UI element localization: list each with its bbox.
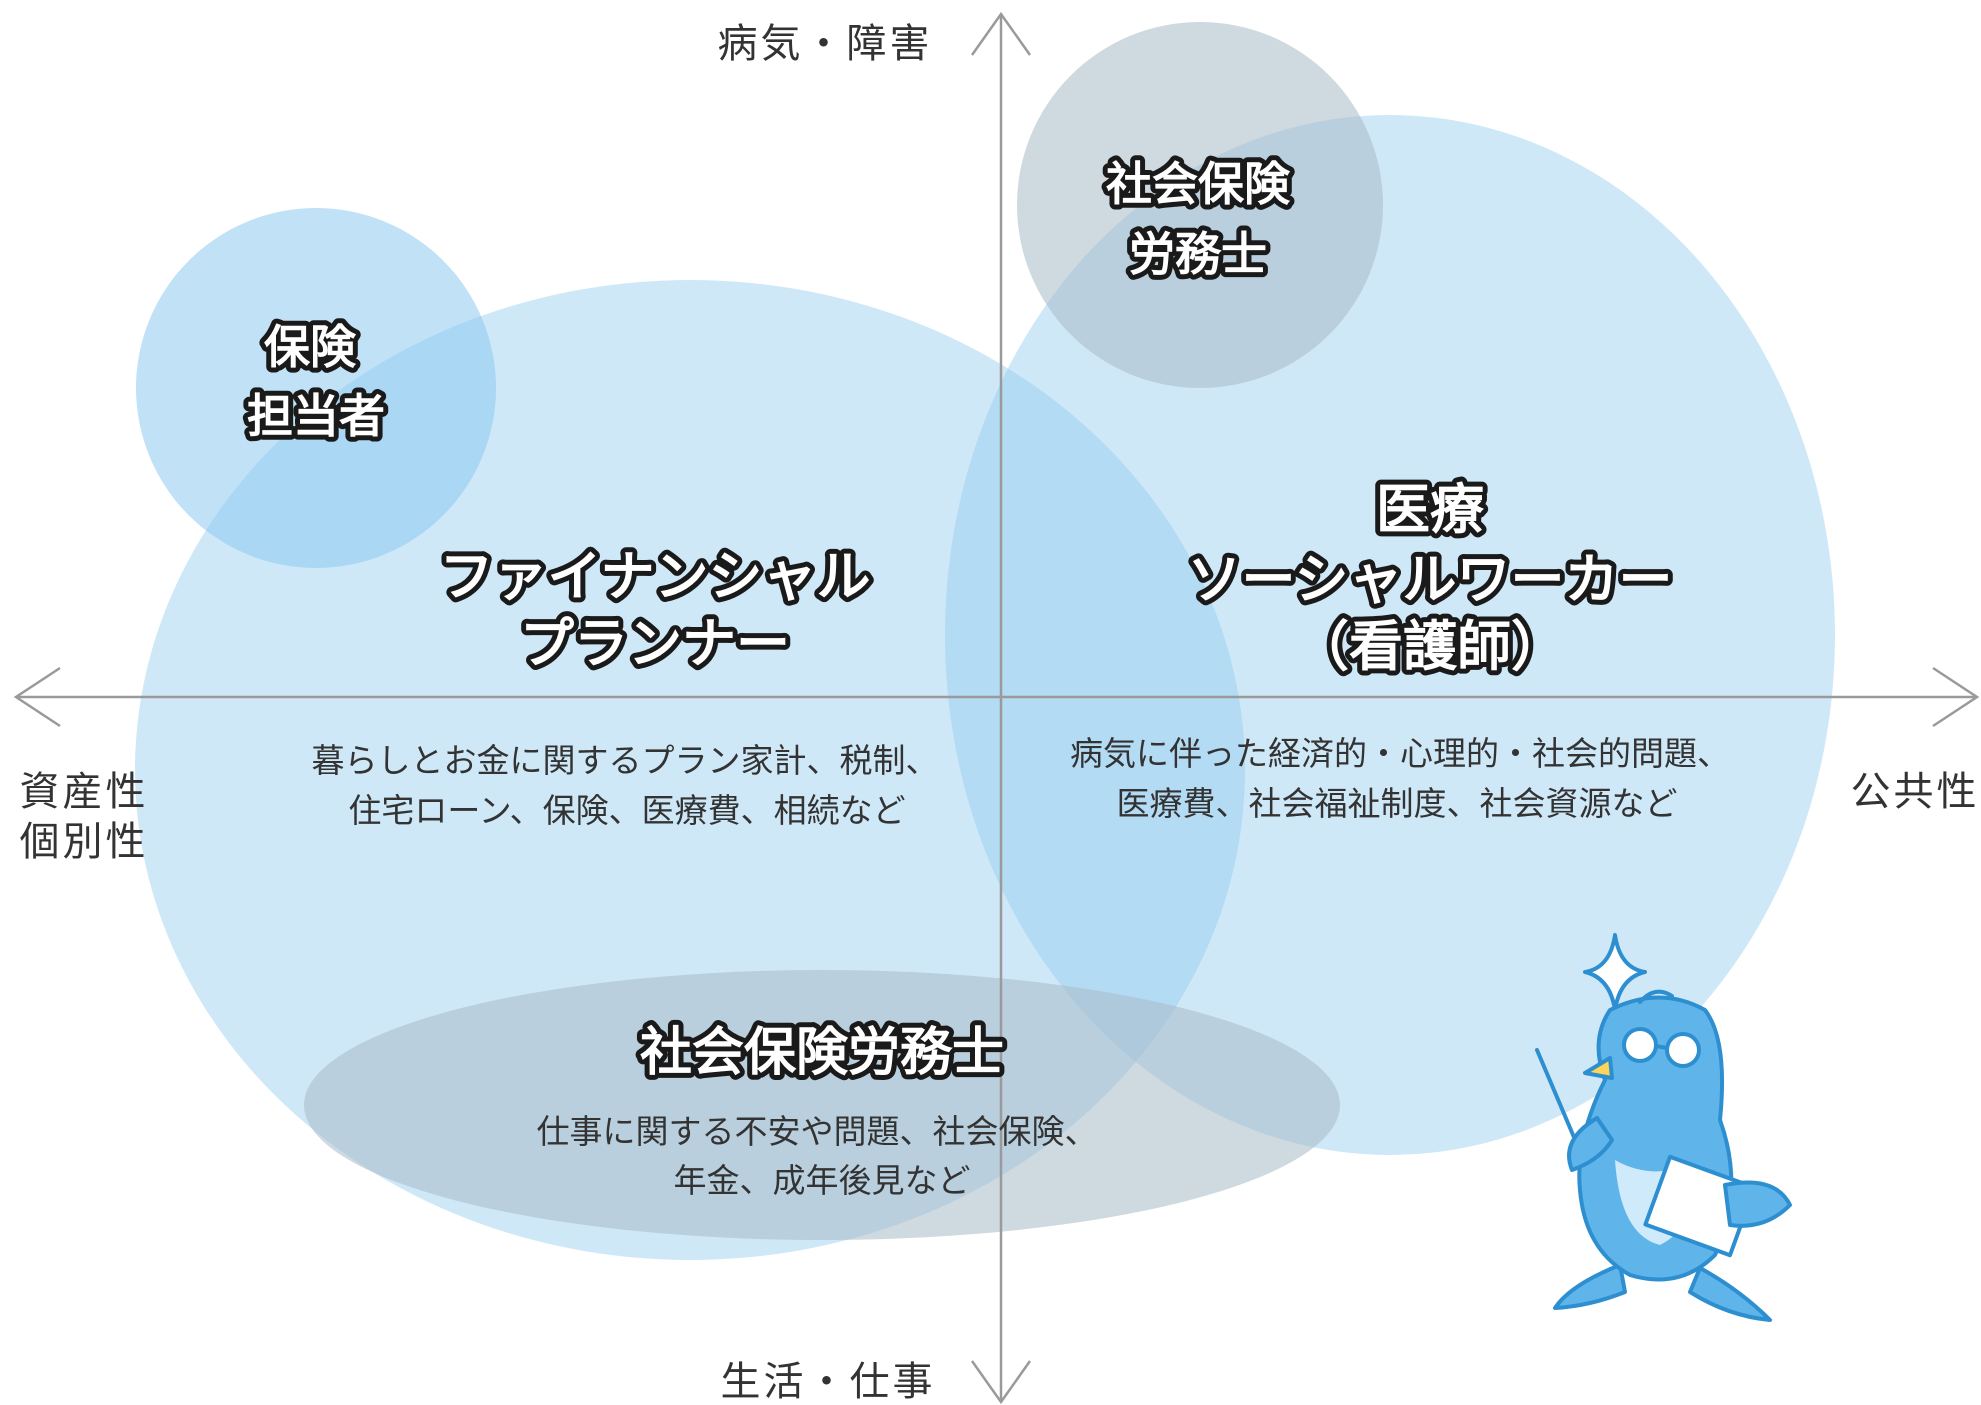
sharoushi-top-title-2: 労務士 xyxy=(1129,227,1267,281)
medical-social-worker-desc-2: 医療費、社会福祉制度、社会資源など xyxy=(1117,784,1678,823)
sharoushi-bottom-title: 社会保険労務士 xyxy=(640,1023,1004,1083)
glasses-left xyxy=(1622,1027,1658,1063)
financial-planner-title-1: ファイナンシャル xyxy=(440,545,871,608)
mascot-bird-icon xyxy=(1535,933,1792,1322)
medical-social-worker-title-1: 医療 xyxy=(1376,478,1484,541)
sharoushi-bottom-desc-2: 年金、成年後見など xyxy=(674,1161,971,1200)
arrow-left-icon xyxy=(13,666,61,728)
sharoushi-top-title-1: 社会保険 xyxy=(1106,157,1291,211)
medical-social-worker-desc-1: 病気に伴った経済的・心理的・社会的問題、 xyxy=(1070,734,1730,773)
glasses-right xyxy=(1665,1032,1701,1068)
axis-label-right: 公共性 xyxy=(1851,769,1980,815)
arrow-right-icon xyxy=(1932,666,1980,728)
axes xyxy=(13,11,1980,1405)
sharoushi-top-bubble xyxy=(1017,22,1383,388)
sharoushi-bottom-desc-1: 仕事に関する不安や問題、社会保険、 xyxy=(537,1112,1098,1151)
insurance-agent-title-1: 保険 xyxy=(264,320,357,374)
financial-planner-title-2: プランナー xyxy=(520,612,790,675)
axis-label-bottom: 生活・仕事 xyxy=(721,1359,936,1405)
sharoushi-bottom-bubble xyxy=(304,970,1340,1240)
axis-label-left-2: 個別性 xyxy=(20,819,149,865)
financial-planner-desc-2: 住宅ローン、保険、医療費、相続など xyxy=(348,791,905,830)
insurance-agent-bubble xyxy=(136,208,496,568)
axis-label-left-1: 資産性 xyxy=(20,769,149,815)
insurance-agent-title-2: 担当者 xyxy=(247,389,385,443)
medical-social-worker-title-3: （看護師） xyxy=(1295,615,1565,678)
bubbles xyxy=(135,22,1835,1260)
arrow-up-icon xyxy=(970,11,1032,56)
medical-social-worker-title-2: ソーシャルワーカー xyxy=(1188,548,1673,611)
financial-planner-desc-1: 暮らしとお金に関するプラン家計、税制、 xyxy=(312,741,939,780)
arrow-down-icon xyxy=(970,1360,1032,1405)
axis-label-top: 病気・障害 xyxy=(718,21,933,67)
